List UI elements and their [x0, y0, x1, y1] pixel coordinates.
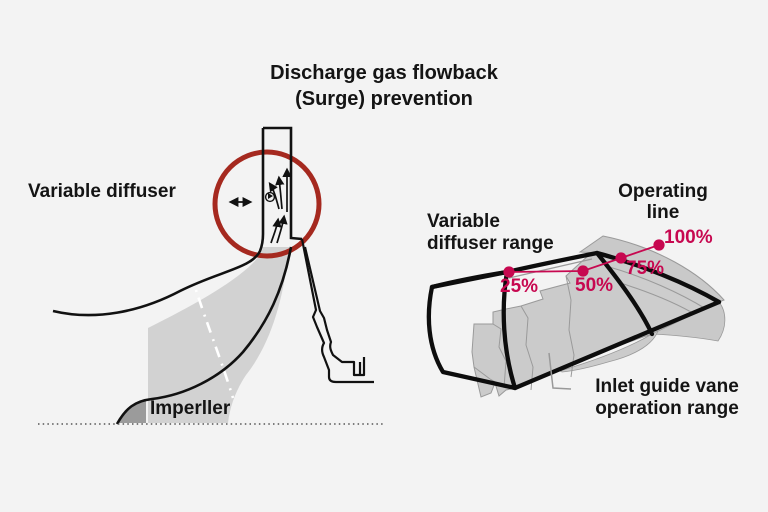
red-highlight-circle: [212, 149, 322, 259]
map-contour-line: [605, 265, 707, 310]
igv-surface-edges: [473, 275, 575, 391]
discharge-pipe: [263, 126, 303, 241]
casing-hub-line: [115, 246, 293, 425]
operating-point-dot: [503, 266, 515, 278]
right-diagram: [426, 235, 726, 398]
diagram-title-line2: (Surge) prevention: [295, 88, 473, 110]
operating-point-25-label: 25%: [500, 276, 539, 297]
ridge-inner-line: [508, 258, 593, 279]
casing-shroud-line: [52, 128, 265, 317]
variable-diffuser-label: Variable diffuser: [28, 181, 176, 202]
flow-arrow-icons: [268, 167, 292, 244]
surge-map-outline: [426, 250, 722, 391]
map-wrap-band: [651, 301, 726, 342]
left-diagram: [38, 126, 385, 425]
operating-point-dot: [577, 265, 589, 277]
diagram-title-line1: Discharge gas flowback: [270, 62, 498, 84]
vortex-icon: [264, 191, 276, 203]
operating-line-path: [503, 239, 665, 278]
impeller-label: Imperller: [150, 398, 231, 419]
inlet-guide-vane-line2: operation range: [595, 398, 739, 419]
operating-point-100-label: 100%: [664, 227, 713, 248]
diagram-title: Discharge gas flowback (Surge) preventio…: [0, 60, 768, 112]
inlet-guide-vane-label: Inlet guide vane operation range: [567, 376, 767, 420]
actuator-linkage: [300, 238, 374, 384]
igv-leader-line: [548, 352, 572, 390]
variable-diffuser-range-label: Variable diffuser range: [427, 211, 554, 255]
operating-point-75-label: 75%: [626, 258, 665, 279]
variable-diffuser-range-line1: Variable: [427, 211, 500, 232]
map-lower-sliver: [558, 330, 659, 373]
flow-channel: [148, 247, 289, 423]
operating-line-line1: Operating: [618, 181, 708, 202]
flow-centerline: [194, 289, 235, 399]
operating-line-line2: line: [646, 202, 680, 223]
variable-diffuser-range-line2: diffuser range: [427, 233, 554, 254]
operating-line-label: Operating line: [593, 181, 733, 223]
operating-point-50-label: 50%: [575, 275, 614, 296]
impeller-hub: [118, 399, 146, 423]
operating-point-dot: [615, 252, 627, 264]
operating-point-dot: [653, 239, 665, 251]
inlet-guide-vane-line1: Inlet guide vane: [595, 376, 739, 397]
